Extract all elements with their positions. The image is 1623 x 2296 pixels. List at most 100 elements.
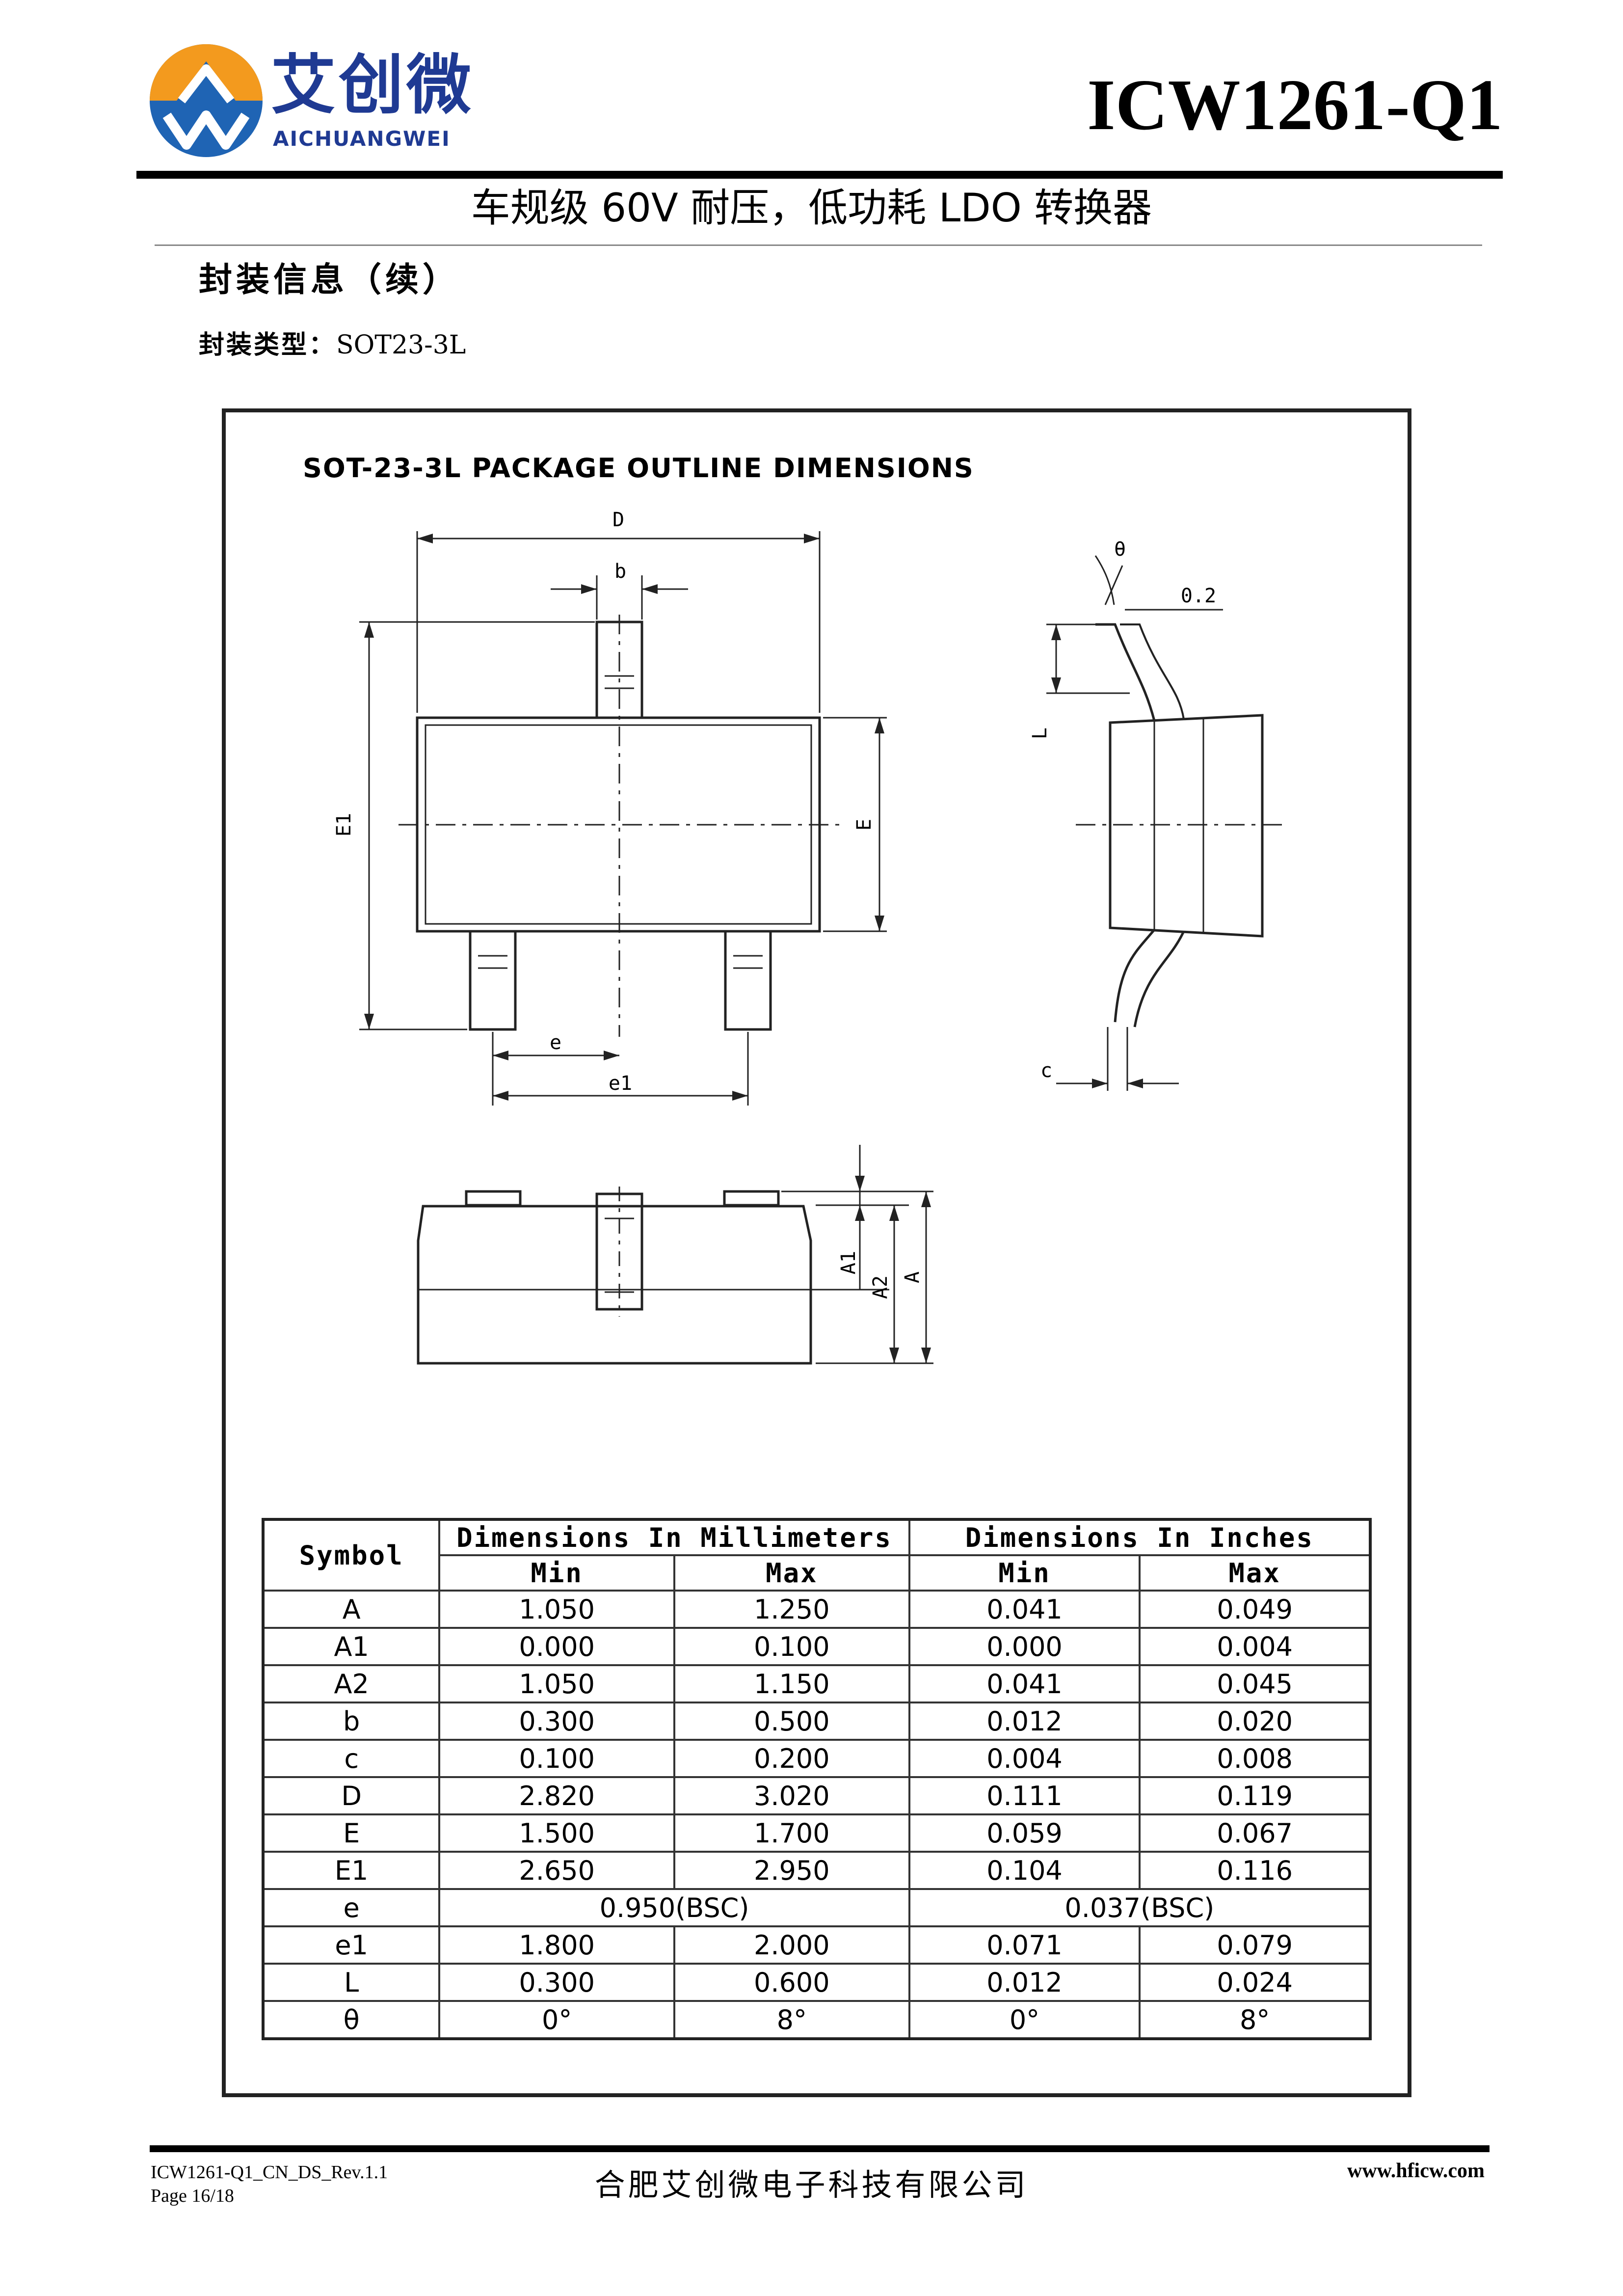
cell-in-min: 0.004 [908,1739,1141,1778]
cell-mm-min: 0.300 [438,1963,675,2002]
cell-symbol: c [262,1739,441,1778]
cell-mm-max: 2.000 [673,1925,910,1965]
header-in-max: Max [1139,1554,1371,1592]
company-logo-en: AICHUANGWEI [273,127,451,151]
table-row: A 1.050 1.250 0.041 0.049 [262,1590,1371,1629]
cell-in-max: 0.020 [1139,1702,1371,1741]
header-in-min: Min [908,1554,1141,1592]
cell-mm-min: 0.300 [438,1702,675,1741]
package-outline-drawing: SOT-23-3L PACKAGE OUTLINE DIMENSIONS [303,453,1282,1365]
label-gauge-0.2: 0.2 [1181,585,1216,607]
cell-symbol: A [262,1590,441,1629]
top-view-arrows [364,534,884,1101]
cell-mm-min: 0° [438,2000,675,2040]
cell-in-bsc: 0.037(BSC) [908,1888,1372,1927]
label-e1: e1 [609,1072,632,1095]
table-row: b 0.300 0.500 0.012 0.020 [262,1702,1371,1741]
company-logo-icon [150,44,263,157]
cell-mm-min: 0.100 [438,1739,675,1778]
header-mm-max: Max [673,1554,910,1592]
footer-company-name: 合肥艾创微电子科技有限公司 [594,2167,1029,2203]
cell-in-min: 0.111 [908,1776,1141,1815]
cell-in-max: 0.024 [1139,1963,1371,2002]
table-row: E1 2.650 2.950 0.104 0.116 [262,1851,1371,1890]
header-rule [136,171,1503,179]
cell-mm-max: 3.020 [673,1776,910,1815]
cell-in-max: 0.067 [1139,1813,1371,1853]
cell-mm-max: 1.150 [673,1664,910,1703]
cell-in-min: 0.041 [908,1664,1141,1703]
cell-mm-min: 1.500 [438,1813,675,1853]
table-row: E 1.500 1.700 0.059 0.067 [262,1813,1371,1853]
cell-in-max: 0.119 [1139,1776,1371,1815]
label-e: e [550,1031,561,1054]
cell-symbol: b [262,1702,441,1741]
table-row: e 0.950(BSC) 0.037(BSC) [262,1888,1372,1927]
footer-doc-info: ICW1261-Q1_CN_DS_Rev.1.1 Page 16/18 [151,2161,388,2208]
document-title: 车规级 60V 耐压，低功耗 LDO 转换器 [471,185,1152,231]
footer-page-number: Page 16/18 [151,2185,234,2206]
cell-in-max: 0.049 [1139,1590,1371,1629]
cell-mm-max: 0.500 [673,1702,910,1741]
cell-symbol: θ [262,2000,441,2040]
cell-in-min: 0.104 [908,1851,1141,1890]
footer-rule [150,2145,1490,2152]
cell-mm-max: 0.200 [673,1739,910,1778]
front-view-arrows [855,1176,931,1363]
label-L: L [1029,728,1051,739]
label-c: c [1040,1059,1052,1082]
label-E: E [853,819,876,831]
label-A2: A2 [869,1275,892,1299]
footer-website: www.hficw.com [1347,2160,1485,2182]
label-A1: A1 [837,1251,860,1274]
cell-in-min: 0.041 [908,1590,1141,1629]
label-theta: θ [1114,538,1126,561]
cell-mm-min: 1.050 [438,1664,675,1703]
side-view [1046,555,1282,1091]
cell-mm-min: 0.000 [438,1627,675,1666]
cell-in-max: 0.079 [1139,1925,1371,1965]
package-type-value: SOT23-3L [336,330,466,360]
cell-symbol: E1 [262,1851,441,1890]
cell-mm-bsc: 0.950(BSC) [438,1888,910,1927]
document-code: ICW1261-Q1 [1087,65,1503,145]
package-type-label: 封装类型： [199,330,337,360]
cell-mm-max: 1.250 [673,1590,910,1629]
cell-mm-min: 2.820 [438,1776,675,1815]
cell-mm-max: 0.600 [673,1963,910,2002]
footer-ds-name: ICW1261-Q1_CN_DS_Rev.1.1 [151,2162,388,2183]
header-mm: Dimensions In Millimeters [438,1518,910,1556]
label-b: b [614,560,626,583]
title-rule [155,244,1482,246]
cell-symbol: e1 [262,1925,441,1965]
side-view-arrows [1051,624,1143,1088]
package-type-line: 封装类型：SOT23-3L [199,330,466,360]
cell-in-max: 8° [1139,2000,1371,2040]
label-E1: E1 [333,813,355,837]
table-row: θ 0° 8° 0° 8° [262,2000,1371,2040]
cell-mm-max: 0.100 [673,1627,910,1666]
package-drawing-frame [222,408,1411,2097]
company-logo-cn: 艾创微 [271,48,474,123]
cell-in-max: 0.116 [1139,1851,1371,1890]
table-row: A1 0.000 0.100 0.000 0.004 [262,1627,1371,1666]
cell-in-min: 0° [908,2000,1141,2040]
label-A: A [901,1271,924,1283]
cell-in-min: 0.000 [908,1627,1141,1666]
cell-mm-max: 1.700 [673,1813,910,1853]
cell-mm-max: 8° [673,2000,910,2040]
label-D: D [612,509,624,531]
header-inches: Dimensions In Inches [908,1518,1372,1556]
cell-symbol: E [262,1813,441,1853]
front-view [417,1145,933,1365]
cell-in-max: 0.004 [1139,1627,1371,1666]
cell-symbol: A1 [262,1627,441,1666]
header-mm-min: Min [438,1554,675,1592]
table-row: A2 1.050 1.150 0.041 0.045 [262,1664,1371,1703]
cell-in-min: 0.012 [908,1963,1141,2002]
table-row: e1 1.800 2.000 0.071 0.079 [262,1925,1371,1965]
cell-mm-min: 1.800 [438,1925,675,1965]
cell-in-max: 0.045 [1139,1664,1371,1703]
cell-in-min: 0.071 [908,1925,1141,1965]
cell-mm-max: 2.950 [673,1851,910,1890]
